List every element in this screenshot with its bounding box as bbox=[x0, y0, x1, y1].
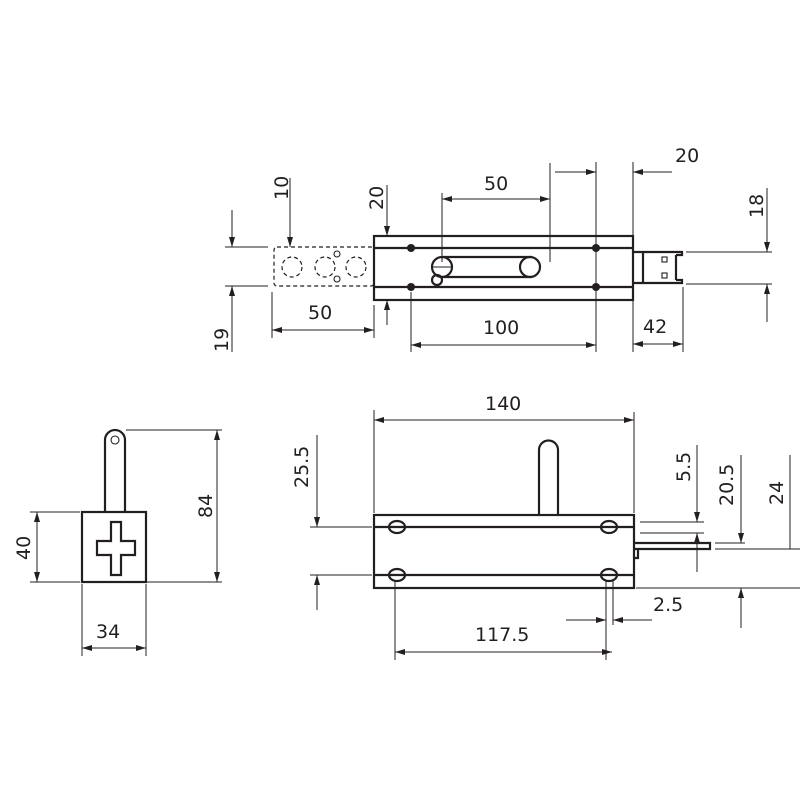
dim-84: 84 bbox=[195, 494, 217, 518]
handle bbox=[537, 439, 560, 515]
dim-19: 19 bbox=[211, 328, 233, 352]
dim-20-right: 20 bbox=[675, 145, 699, 167]
bolt-end bbox=[633, 250, 684, 285]
cross-section bbox=[95, 520, 137, 577]
top-view: 10 20 19 50 50 100 20 42 18 bbox=[211, 145, 772, 352]
dim-100: 100 bbox=[483, 317, 519, 339]
dim-117-5: 117.5 bbox=[475, 624, 529, 646]
dim-40: 40 bbox=[13, 536, 35, 560]
dim-24: 24 bbox=[766, 481, 788, 505]
dim-50-extension: 50 bbox=[308, 302, 332, 324]
slot bbox=[430, 255, 542, 287]
dim-25-5: 25.5 bbox=[291, 446, 313, 488]
dim-10: 10 bbox=[271, 176, 293, 200]
tongue bbox=[103, 428, 127, 512]
dim-42: 42 bbox=[643, 316, 667, 338]
front-view: 140 25.5 5.5 20.5 24 2.5 117.5 bbox=[291, 393, 800, 660]
dim-18: 18 bbox=[746, 194, 768, 218]
mounting-slots bbox=[387, 519, 619, 583]
extended-bolt-dashed bbox=[273, 246, 375, 287]
dim-20-5: 20.5 bbox=[716, 464, 738, 506]
dim-20-left: 20 bbox=[366, 186, 388, 210]
dim-50-slot: 50 bbox=[484, 173, 508, 195]
side-view: 84 40 34 bbox=[13, 428, 222, 656]
bolt-body-front bbox=[372, 513, 636, 590]
pin-ring bbox=[430, 273, 444, 287]
dim-2-5: 2.5 bbox=[653, 594, 683, 616]
dim-34: 34 bbox=[96, 621, 120, 643]
bolt-pin bbox=[634, 541, 712, 560]
dim-5-5: 5.5 bbox=[673, 452, 695, 482]
dim-140: 140 bbox=[485, 393, 521, 415]
bolt-body-side bbox=[80, 510, 148, 584]
